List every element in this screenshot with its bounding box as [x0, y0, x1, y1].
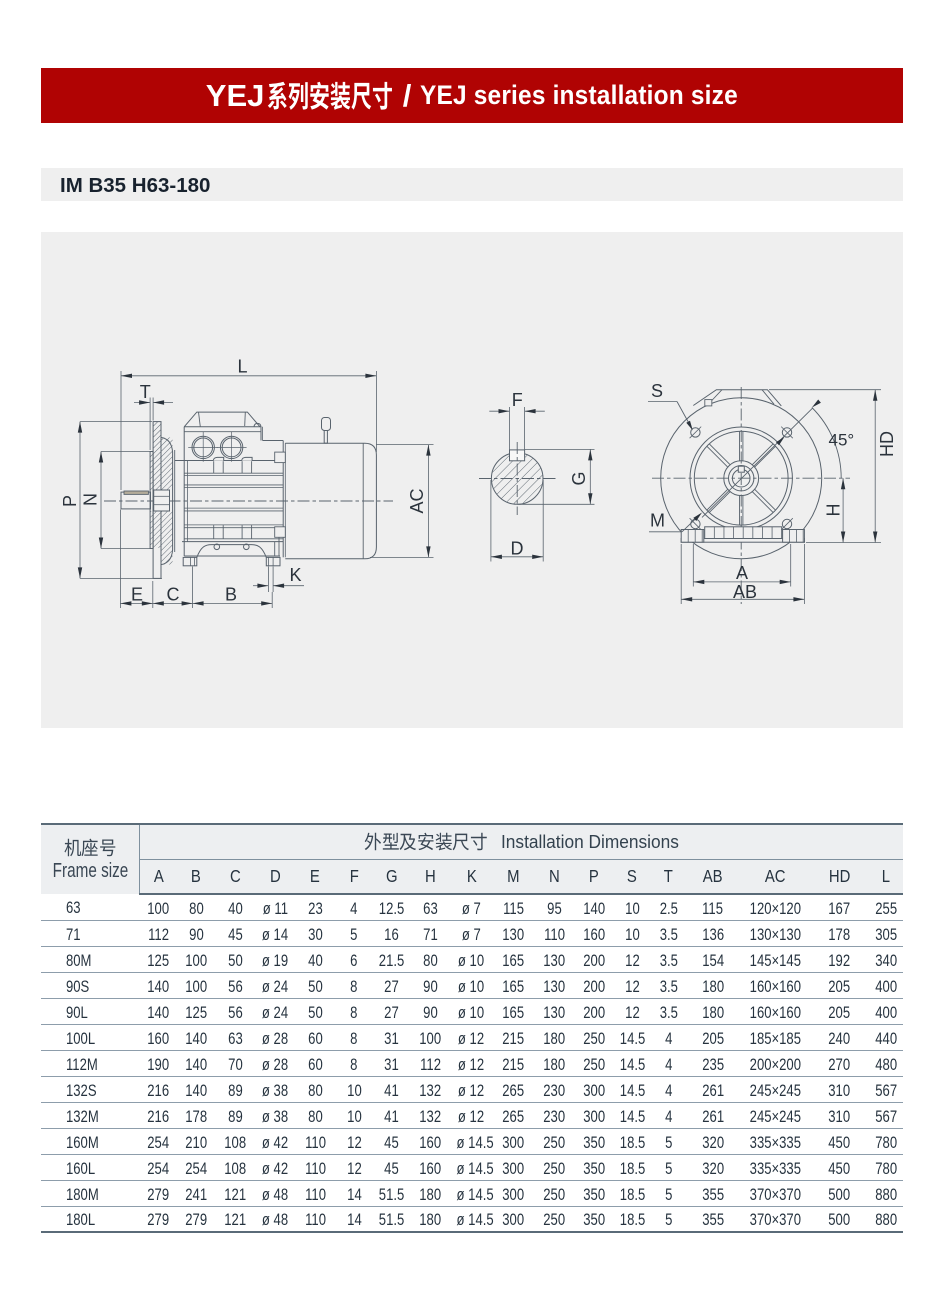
- svg-text:AB: AB: [733, 582, 757, 602]
- svg-text:HD: HD: [877, 431, 897, 457]
- svg-text:K: K: [289, 565, 301, 585]
- svg-text:N: N: [81, 493, 101, 506]
- svg-text:45°: 45°: [829, 431, 855, 450]
- svg-text:B: B: [225, 585, 237, 605]
- svg-text:E: E: [131, 585, 143, 605]
- svg-text:H: H: [824, 504, 844, 517]
- svg-text:S: S: [651, 381, 663, 401]
- svg-text:P: P: [60, 495, 80, 507]
- svg-text:F: F: [512, 390, 523, 410]
- svg-text:G: G: [569, 471, 589, 485]
- svg-text:M: M: [650, 511, 665, 531]
- svg-text:A: A: [736, 563, 748, 583]
- svg-text:C: C: [167, 585, 180, 605]
- svg-text:AC: AC: [407, 488, 427, 513]
- svg-text:T: T: [140, 382, 151, 402]
- svg-text:D: D: [511, 539, 524, 559]
- svg-text:L: L: [237, 357, 247, 377]
